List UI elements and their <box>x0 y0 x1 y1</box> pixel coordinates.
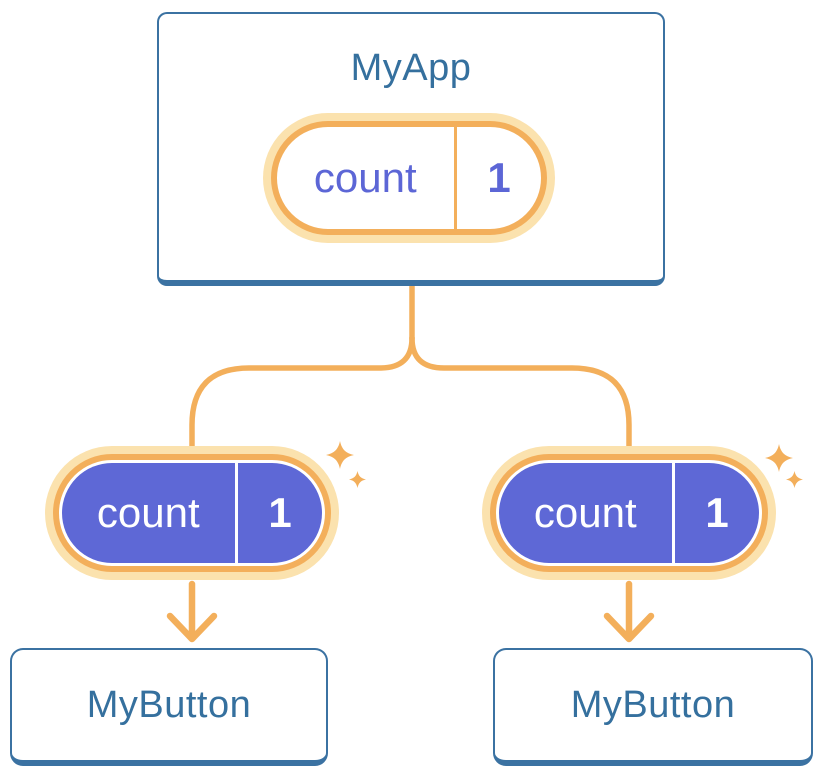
state-pill-inner: count 1 <box>499 463 759 563</box>
arrow-down-icon <box>166 580 218 643</box>
sparkle-icon <box>765 444 803 488</box>
state-label: count <box>533 489 637 536</box>
state-value: 1 <box>705 489 729 536</box>
mybutton-node-right: MyButton <box>493 648 813 766</box>
tree-branch-right-line <box>409 335 632 457</box>
state-label: count <box>313 154 417 201</box>
pill-divider <box>453 127 457 229</box>
mybutton-node-title: MyButton <box>86 683 252 726</box>
sparkle-icon <box>326 441 366 488</box>
mybutton-node-title: MyButton <box>570 683 736 726</box>
myapp-node: MyApp <box>157 12 665 286</box>
state-pill-body: count 1 <box>53 454 331 572</box>
state-value: 1 <box>487 154 511 201</box>
arrow-down-icon <box>603 580 655 643</box>
pill-divider <box>234 463 238 563</box>
state-pill-right: count 1 <box>482 446 776 580</box>
state-pill-body: count 1 <box>490 454 768 572</box>
tree-branch-left-line <box>189 335 415 457</box>
state-pill-inner: count 1 <box>62 463 322 563</box>
mybutton-node-left: MyButton <box>10 648 328 766</box>
state-value: 1 <box>268 489 292 536</box>
pill-divider <box>671 463 675 563</box>
state-pill-inner: count 1 <box>277 127 541 229</box>
myapp-node-title: MyApp <box>350 47 472 89</box>
state-label: count <box>96 489 200 536</box>
state-pill-root: count 1 <box>263 113 555 243</box>
state-pill-body: count 1 <box>271 121 547 235</box>
state-pill-left: count 1 <box>45 446 339 580</box>
